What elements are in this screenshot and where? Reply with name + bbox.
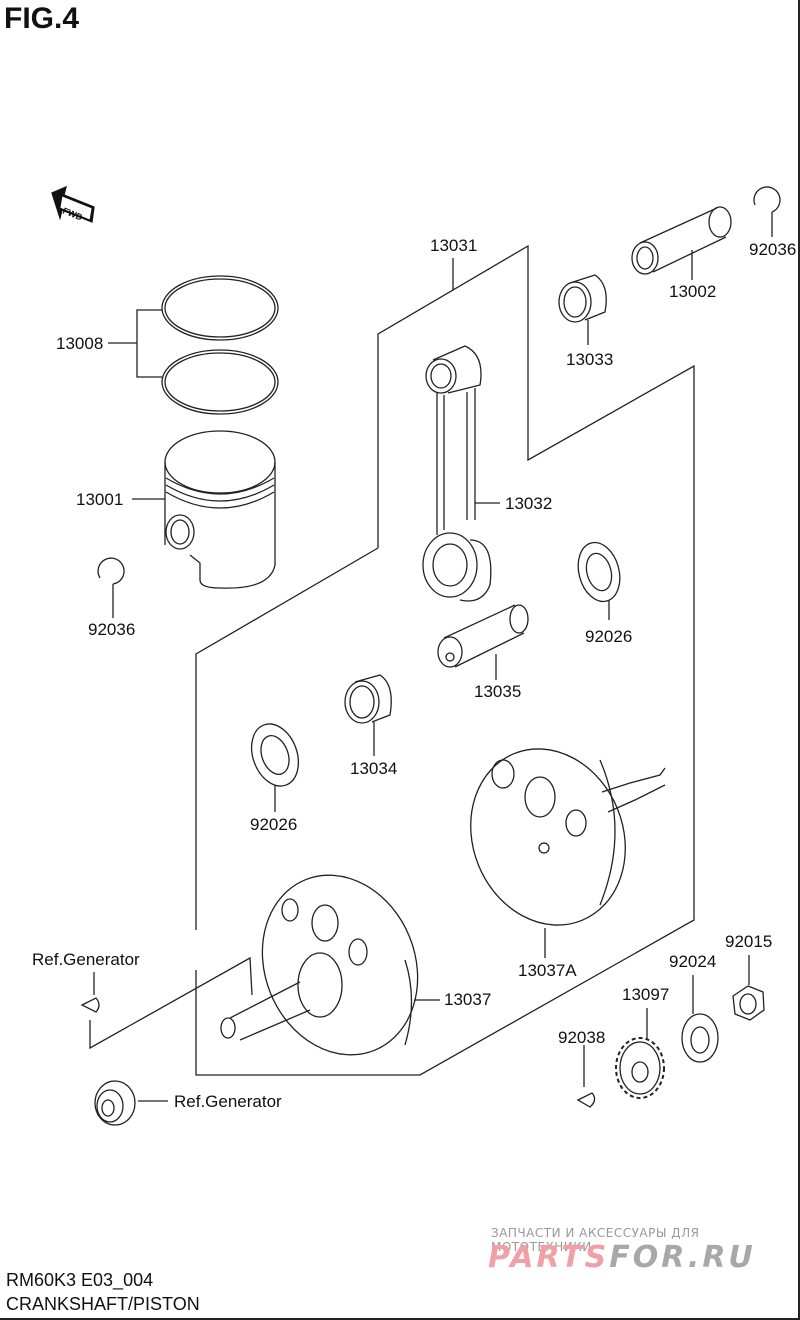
small-end-bearing	[559, 275, 606, 345]
watermark-brand: PARTSFOR.RU	[488, 1240, 756, 1275]
ref-generator-key-label[interactable]: Ref.Generator	[32, 950, 140, 969]
lock-washer	[682, 975, 718, 1062]
circlip-left	[98, 558, 124, 618]
label-13037[interactable]: 13037	[444, 990, 492, 1009]
watermark-brand-part2: FOR.RU	[609, 1240, 756, 1275]
fwd-arrow-icon: FWD	[52, 187, 94, 223]
label-92015[interactable]: 92015	[725, 932, 773, 951]
label-13097[interactable]: 13097	[622, 985, 670, 1004]
piston-ring-bottom	[162, 350, 278, 414]
label-13037A[interactable]: 13037A	[518, 961, 577, 980]
label-13002[interactable]: 13002	[669, 282, 717, 301]
washer-right	[572, 538, 626, 620]
connecting-rod	[423, 346, 491, 601]
assembly-outline	[196, 246, 694, 1075]
label-92036-right[interactable]: 92036	[749, 240, 797, 259]
piston-ring-top	[162, 276, 278, 340]
crank-pin	[438, 605, 528, 680]
watermark-brand-part1: PARTS	[488, 1240, 610, 1275]
hex-nut	[733, 955, 764, 1020]
woodruff-key-generator	[82, 958, 252, 1048]
label-13031[interactable]: 13031	[430, 236, 478, 255]
woodruff-key	[578, 1045, 595, 1107]
piston	[165, 431, 275, 588]
ref-generator-nut-label[interactable]: Ref.Generator	[174, 1092, 282, 1111]
washer-left	[243, 717, 306, 812]
drive-gear	[616, 1008, 664, 1098]
model-code: RM60K3 E03_004	[6, 1270, 154, 1290]
figure-title: FIG.4	[4, 2, 80, 35]
label-13035[interactable]: 13035	[474, 682, 522, 701]
crankshaft-right	[445, 725, 665, 958]
circlip-right	[754, 187, 780, 237]
watermark-tagline: ЗАПЧАСТИ И АКСЕССУАРЫ ДЛЯ МОТОТЕХНИКИ	[491, 1226, 700, 1254]
generator-nut	[95, 1081, 168, 1125]
label-13033[interactable]: 13033	[566, 350, 614, 369]
crankshaft-left	[221, 852, 444, 1079]
label-92026-left[interactable]: 92026	[250, 815, 298, 834]
label-13032[interactable]: 13032	[505, 494, 553, 513]
label-92038[interactable]: 92038	[558, 1028, 606, 1047]
label-13008[interactable]: 13008	[56, 334, 104, 353]
label-13034[interactable]: 13034	[350, 759, 398, 778]
label-92026-right[interactable]: 92026	[585, 627, 633, 646]
label-92036-left[interactable]: 92036	[88, 620, 136, 639]
section-name: CRANKSHAFT/PISTON	[6, 1294, 200, 1314]
label-13001[interactable]: 13001	[76, 490, 124, 509]
label-92024[interactable]: 92024	[669, 952, 717, 971]
piston-pin	[632, 207, 731, 280]
big-end-bearing	[345, 675, 391, 756]
